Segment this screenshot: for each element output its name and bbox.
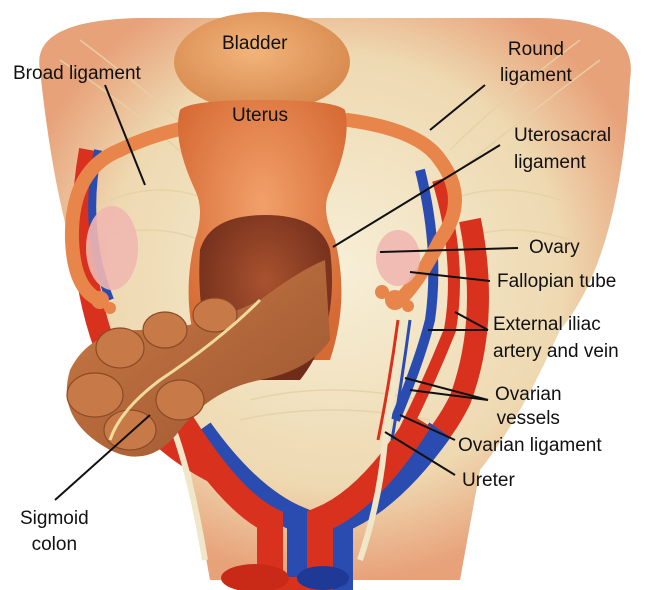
label-ureter: Ureter xyxy=(462,469,515,492)
label-round-ligament-line2: ligament xyxy=(500,64,572,87)
label-round-ligament: Round ligament xyxy=(500,38,572,87)
label-uterus: Uterus xyxy=(232,104,288,127)
vena-cava-end xyxy=(297,566,349,590)
label-sigmoid-colon: Sigmoid colon xyxy=(20,507,89,556)
label-external-iliac: External iliac artery and vein xyxy=(493,313,619,363)
label-external-iliac-line1: External iliac xyxy=(493,313,619,336)
label-ovary: Ovary xyxy=(529,236,580,259)
label-uterosacral-ligament: Uterosacral ligament xyxy=(514,124,611,174)
bladder-shape xyxy=(174,12,350,112)
left-ovary xyxy=(86,206,138,290)
label-ovarian-vessels: Ovarian vessels xyxy=(495,383,562,430)
right-ovary xyxy=(376,230,420,286)
label-ovarian-ligament: Ovarian ligament xyxy=(458,434,602,457)
label-bladder: Bladder xyxy=(222,32,288,55)
label-sigmoid-line1: Sigmoid xyxy=(20,507,89,530)
label-ovarian-vessels-line1: Ovarian xyxy=(495,383,562,406)
label-broad-ligament: Broad ligament xyxy=(13,62,141,85)
label-ovarian-vessels-line2: vessels xyxy=(495,407,562,430)
label-external-iliac-line2: artery and vein xyxy=(493,340,619,363)
label-uterosacral-line2: ligament xyxy=(514,151,611,174)
label-sigmoid-line2: colon xyxy=(20,533,89,556)
label-round-ligament-line1: Round xyxy=(500,38,572,61)
label-uterosacral-line1: Uterosacral xyxy=(514,124,611,147)
label-fallopian-tube: Fallopian tube xyxy=(497,270,616,293)
